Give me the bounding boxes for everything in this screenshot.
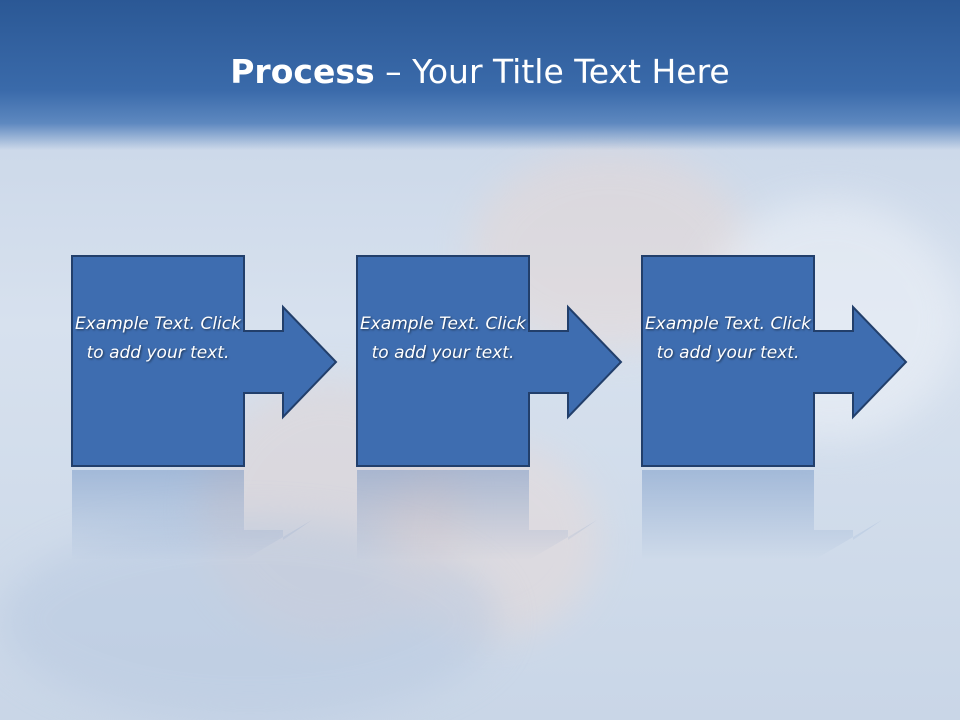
- step-text: Example Text. Click to add your text.: [645, 314, 811, 363]
- step-reflection-1: [72, 470, 412, 560]
- title-bold: Process: [230, 52, 375, 91]
- process-step-3[interactable]: Example Text. Click to add your text.: [641, 255, 960, 468]
- step-reflection-2: [357, 470, 697, 560]
- process-step-1[interactable]: Example Text. Click to add your text.: [71, 255, 412, 468]
- step-arrow-shape: [356, 255, 623, 467]
- step-text: Example Text. Click to add your text.: [360, 314, 526, 363]
- title-rest: – Your Title Text Here: [374, 52, 730, 91]
- step-text: Example Text. Click to add your text.: [75, 314, 241, 363]
- step-arrow-shape: [641, 255, 908, 467]
- step-arrow-shape: [71, 255, 338, 467]
- process-step-2[interactable]: Example Text. Click to add your text.: [356, 255, 697, 468]
- slide-title[interactable]: Process – Your Title Text Here: [0, 52, 960, 91]
- step-reflection-3: [642, 470, 960, 560]
- title-bar: [0, 0, 960, 150]
